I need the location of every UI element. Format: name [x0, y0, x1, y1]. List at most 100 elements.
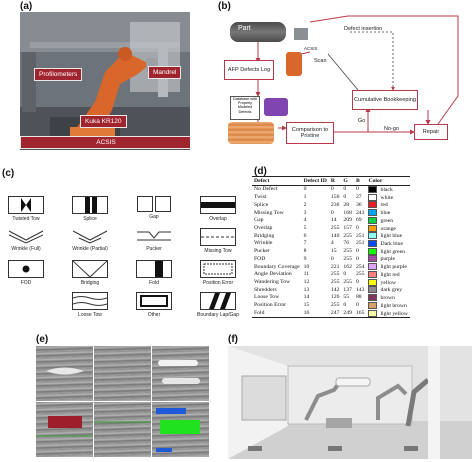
table-cell: 251: [355, 240, 365, 247]
color-name: yellow: [380, 279, 396, 286]
defect-label: Other: [147, 312, 161, 318]
table-cell: 142: [330, 286, 340, 293]
table-cell: 0: [343, 271, 347, 278]
gap-icon: [137, 196, 171, 212]
table-cell: 27: [355, 194, 362, 201]
fold-icon: [136, 260, 172, 278]
acsis-device-icon: [294, 28, 308, 40]
color-cell: brown: [366, 294, 409, 302]
table-cell: Pucker: [254, 248, 270, 255]
splice-icon: [72, 196, 108, 214]
table-cell: 0: [355, 255, 359, 262]
table-cell: 36: [355, 201, 362, 208]
scan-labeled-twist: [36, 402, 93, 457]
color-name: light yellow: [380, 310, 408, 317]
panel-f-label: (f): [228, 334, 238, 345]
color-swatch: [368, 186, 378, 193]
table-cell: Fold: [252, 309, 302, 319]
defect-label: Overlap: [209, 216, 227, 222]
table-cell: 165: [353, 309, 367, 319]
kuka-tag: Kuka KR120: [80, 115, 127, 128]
table-cell: 0: [330, 209, 334, 216]
defect-type-grid: Twisted Tow Splice Gap Overlap Wrinkle (…: [0, 178, 246, 318]
color-cell: light purple: [366, 263, 409, 271]
color-name: purple: [380, 256, 395, 263]
table-cell: 9: [303, 255, 307, 262]
color-swatch: [368, 240, 378, 248]
table-cell: 0: [330, 255, 334, 262]
color-name: dark grey: [380, 287, 403, 294]
acsis-tag: ACSIS: [20, 136, 190, 149]
color-swatch: [368, 247, 378, 255]
table-cell: 0: [355, 225, 359, 231]
defect-cell-loose-tow: Loose Tow: [64, 292, 116, 318]
table-cell: 168: [343, 209, 352, 216]
color-name: blue: [380, 209, 391, 216]
defect-cell-gap: Gap: [128, 196, 180, 220]
pucker-icon: [137, 228, 171, 244]
table-cell: 255: [355, 271, 365, 278]
table-cell: Boundary Coverage: [254, 263, 300, 270]
table-cell: Bridging: [254, 232, 275, 239]
table-cell: 6: [303, 232, 307, 239]
table-cell: 140: [330, 232, 340, 239]
table-cell: 137: [343, 286, 352, 293]
robot-cell-photo: Profilometers Mandrel Kuka KR120 ACSIS: [20, 12, 190, 150]
color-swatch: [368, 263, 378, 271]
table-cell: 2: [303, 201, 307, 208]
table-header-cell: G: [341, 176, 354, 186]
color-cell: dark grey: [366, 286, 409, 294]
table-cell: 0: [355, 186, 359, 193]
table-cell: 236: [330, 201, 340, 208]
color-name: light brown: [380, 302, 407, 309]
table-cell: 249: [341, 309, 354, 319]
color-name: Dark blue: [380, 240, 404, 247]
scan-label: Scan: [314, 58, 327, 64]
scan-labeled-middle: [94, 402, 151, 457]
nogo-label: No-go: [384, 126, 399, 132]
scan-labeled-overlap: [152, 402, 209, 457]
defect-label: Loose Tow: [78, 312, 102, 318]
color-swatch: [368, 286, 378, 294]
table-cell: 251: [355, 232, 365, 239]
table-cell: 143: [355, 286, 365, 293]
table-cell: 0: [355, 302, 359, 309]
color-name: red: [380, 202, 388, 209]
cumulative-bookkeeping-box: Cumulative Bookkeeping: [352, 90, 418, 110]
defect-cell-missing-tow: Missing Tow: [192, 228, 244, 254]
table-cell: 247: [328, 309, 342, 319]
table-cell: 10: [303, 263, 310, 270]
afp-defects-log-box: AFP Defects Log: [224, 60, 274, 80]
table-cell: 14: [303, 294, 310, 301]
table-cell: 7: [303, 240, 307, 247]
color-swatch: [368, 255, 378, 263]
overlap-icon: [200, 196, 236, 214]
defect-cell-other: Other: [128, 292, 180, 318]
table-cell: 209: [343, 217, 352, 224]
table-header-cell: R: [328, 176, 342, 186]
table-cell: 255: [330, 225, 340, 231]
color-name: black: [380, 186, 393, 193]
table-cell: 14: [330, 217, 337, 224]
repair-box: Repair: [414, 124, 448, 140]
defect-cell-twisted-tow: Twisted Tow: [0, 196, 52, 222]
table-cell: Splice: [254, 201, 269, 208]
pristine-layup-icon: [228, 122, 274, 144]
color-cell: yellow: [366, 278, 409, 287]
table-cell: 243: [355, 209, 365, 216]
table-header-cell: Defect: [252, 176, 302, 186]
table-cell: 162: [343, 263, 352, 270]
table-cell: 8: [303, 248, 307, 255]
table-cell: 1: [303, 194, 307, 201]
table-cell: Missing Tow: [254, 209, 284, 216]
loose-tow-icon: [72, 292, 108, 310]
table-cell: Wandering Tow: [254, 279, 291, 286]
other-icon: [136, 292, 172, 310]
defect-cell-position-error: Position Error: [192, 260, 244, 286]
